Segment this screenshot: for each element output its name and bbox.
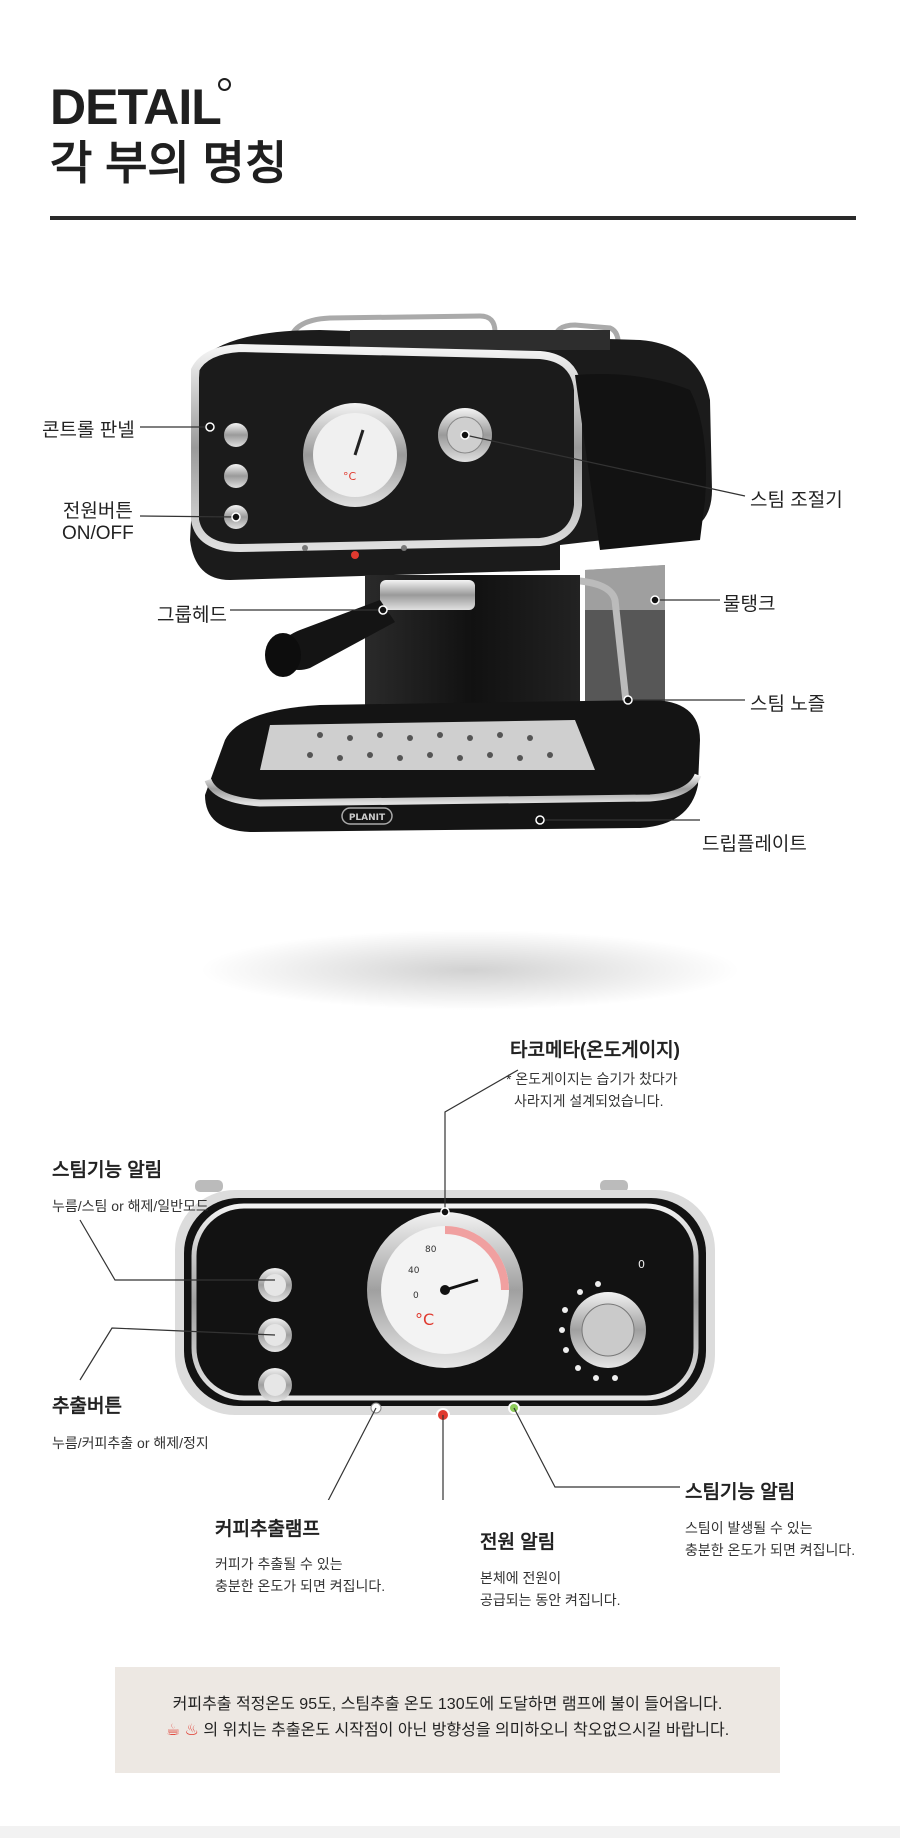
title-en: DETAIL [50, 79, 222, 135]
tachometer-desc: * 온도게이지는 습기가 찼다가 사라지게 설계되었습니다. [506, 1068, 678, 1112]
espresso-machine-illustration: °C PLANIT [139, 313, 746, 1010]
header-divider [50, 216, 856, 220]
power-alarm-desc: 본체에 전원이 공급되는 동안 켜집니다. [480, 1567, 620, 1611]
label-steam-alarm-left: 스팀기능 알림 [52, 1160, 163, 1181]
title-ko: 각 부의 명칭 [50, 137, 288, 189]
steam-alarm-left-desc: 누름/스팀 or 해제/일반모드 [52, 1198, 209, 1214]
gauge-scale-0: 0 [413, 1291, 419, 1301]
degree-mark [218, 78, 231, 91]
footer-strip [0, 1826, 900, 1838]
label-control-panel: 콘트롤 판넬 [42, 420, 135, 441]
power-alarm-desc-line1: 본체에 전원이 [480, 1570, 562, 1586]
label-power-line1: 전원버튼 [62, 501, 133, 522]
label-steam-alarm-right: 스팀기능 알림 [685, 1482, 796, 1503]
tachometer-desc-line1: * 온도게이지는 습기가 찼다가 [506, 1071, 678, 1087]
steam-alarm-right-desc-line2: 충분한 온도가 되면 켜집니다. [685, 1542, 856, 1558]
tachometer-desc-line2: 사라지게 설계되었습니다. [514, 1093, 664, 1109]
dial-zero: 0 [638, 1258, 645, 1271]
cup-icon: ☕ [165, 1722, 181, 1739]
brew-button-desc: 누름/커피추출 or 해제/정지 [52, 1435, 209, 1451]
label-drip-plate: 드립플레이트 [702, 834, 807, 855]
power-alarm-desc-line2: 공급되는 동안 켜집니다. [480, 1592, 621, 1608]
note-line2: ☕ ♨ 의 위치는 추출온도 시작점이 아닌 방향성을 의미하오니 착오없으시길… [115, 1716, 780, 1740]
label-water-tank: 물탱크 [723, 594, 776, 615]
gauge-unit: °C [415, 1310, 434, 1329]
note-line2-text: 의 위치는 추출온도 시작점이 아닌 방향성을 의미하오니 착오없으시길 바랍니… [203, 1722, 730, 1739]
label-power-button: 전원버튼 ON/OFF [62, 496, 134, 545]
steam-icon: ♨ [184, 1722, 199, 1739]
note-box [115, 1667, 780, 1773]
label-power-alarm: 전원 알림 [480, 1532, 556, 1553]
gauge-scale-80: 80 [425, 1245, 437, 1255]
label-tachometer: 타코메타(온도게이지) [510, 1040, 680, 1061]
label-brew-button: 추출버튼 [52, 1396, 122, 1417]
note-line1: 커피추출 적정온도 95도, 스팀추출 온도 130도에 도달하면 램프에 불이… [172, 1696, 723, 1713]
label-steam-control: 스팀 조절기 [750, 490, 843, 511]
coffee-lamp-desc-line1: 커피가 추출될 수 있는 [215, 1556, 343, 1572]
brand-logo: PLANIT [349, 813, 386, 823]
coffee-lamp-desc: 커피가 추출될 수 있는 충분한 온도가 되면 켜집니다. [215, 1553, 385, 1597]
label-group-head: 그룹헤드 [157, 605, 227, 626]
label-power-line2: ON/OFF [62, 523, 134, 544]
label-steam-nozzle: 스팀 노즐 [750, 694, 826, 715]
gauge-scale-40: 40 [408, 1266, 420, 1276]
steam-alarm-right-desc-line1: 스팀이 발생될 수 있는 [685, 1520, 813, 1536]
label-coffee-lamp: 커피추출램프 [215, 1519, 320, 1540]
front-panel-illustration: °C 0 40 80 0 [79, 1069, 715, 1500]
steam-alarm-right-desc: 스팀이 발생될 수 있는 충분한 온도가 되면 켜집니다. [685, 1517, 855, 1561]
svg-text:°C: °C [343, 470, 357, 483]
coffee-lamp-desc-line2: 충분한 온도가 되면 켜집니다. [215, 1578, 386, 1594]
